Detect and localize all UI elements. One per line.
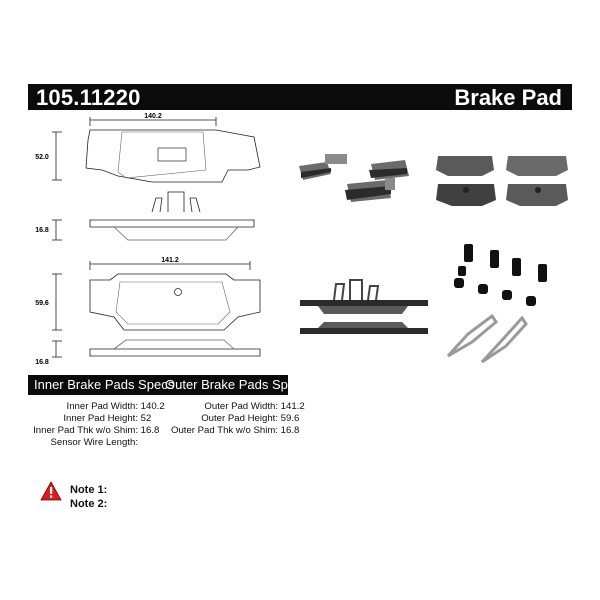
pad-front-2 (506, 156, 568, 176)
outer-height-dimension: 59.6 (35, 300, 49, 307)
inner-specs-title: Inner Brake Pads Specs (34, 377, 175, 392)
inner-height-dimension: 52.0 (35, 154, 49, 161)
pad-front-1 (436, 156, 494, 176)
inner-pad-clip-outline (157, 147, 187, 162)
outer-width-spec: Outer Pad Width: 141.2 (160, 401, 305, 412)
pad-front-4 (506, 184, 568, 206)
note-2-label: Note 2: (70, 498, 108, 510)
outer-pad-hole (174, 288, 182, 296)
spec-label: Outer Pad Height: (201, 413, 278, 424)
inner-width-spec: Inner Pad Width: 140.2 (28, 401, 165, 412)
pad-clip-photo (325, 154, 347, 164)
brake-pads-front-photo (436, 156, 568, 206)
spec-value: 141.2 (280, 401, 305, 412)
outer-pad-outline (89, 273, 261, 331)
sensor-wire-spec: Sensor Wire Length: (28, 437, 138, 448)
part-number: 105.11220 (36, 85, 141, 110)
outer-thk-dimension: 16.8 (35, 359, 49, 366)
specs-header-bar: Inner Brake Pads Specs Outer Brake Pads … (28, 375, 308, 395)
hardware-kit-photo (446, 244, 547, 364)
spec-value: 16.8 (280, 425, 300, 436)
inner-height-spec: Inner Pad Height: 52 (28, 413, 151, 424)
outer-pad-friction-profile (113, 339, 235, 350)
backing-side-photo-2 (300, 328, 428, 334)
spec-label: Sensor Wire Length: (50, 437, 138, 448)
inner-pad-friction-profile (113, 226, 239, 241)
pad-front-3 (436, 184, 496, 206)
spec-label: Inner Pad Width: (66, 401, 138, 412)
brake-pads-side-photo (300, 279, 428, 334)
spec-value: 16.8 (140, 425, 160, 436)
inner-thk-spec: Inner Pad Thk w/o Shim: 16.8 (28, 425, 159, 436)
spec-value: 52 (140, 413, 152, 424)
spec-label: Outer Pad Width: (204, 401, 278, 412)
spec-label: Inner Pad Thk w/o Shim: (33, 425, 138, 436)
notes-section: Note 1: Note 2: (40, 481, 107, 510)
spec-label: Outer Pad Thk w/o Shim: (171, 425, 278, 436)
spec-label: Inner Pad Height: (63, 413, 138, 424)
outer-height-spec: Outer Pad Height: 59.6 (160, 413, 299, 424)
outer-pad-backing-profile (89, 348, 261, 357)
backing-side-photo-1 (300, 300, 428, 306)
inner-pad-outline (85, 129, 261, 183)
spec-value: 59.6 (280, 413, 300, 424)
outer-specs-title: Outer Brake Pads Specs (165, 377, 309, 392)
hardware-springs (446, 313, 528, 364)
header-bar: 105.11220 Brake Pad (28, 84, 572, 110)
spec-value: 140.2 (140, 401, 165, 412)
inner-pad-friction-outline (117, 131, 207, 179)
inner-thk-dimension: 16.8 (35, 227, 49, 234)
product-type: Brake Pad (454, 85, 562, 110)
inner-width-dimension: 140.2 (144, 113, 162, 120)
hardware-pins (454, 244, 547, 306)
technical-drawing: 140.2 52.0 16.8 141.2 59.6 16.8 (35, 113, 261, 366)
inner-pad-clip-profile (151, 191, 201, 213)
warning-icon (40, 481, 62, 501)
outer-pad-friction-outline (115, 281, 231, 325)
outer-thk-spec: Outer Pad Thk w/o Shim: 16.8 (160, 425, 299, 436)
note-1-label: Note 1: (70, 484, 108, 496)
clip-side-photo (333, 279, 380, 301)
outer-width-dimension: 141.2 (161, 257, 179, 264)
brake-pads-angled-photo (299, 154, 409, 202)
